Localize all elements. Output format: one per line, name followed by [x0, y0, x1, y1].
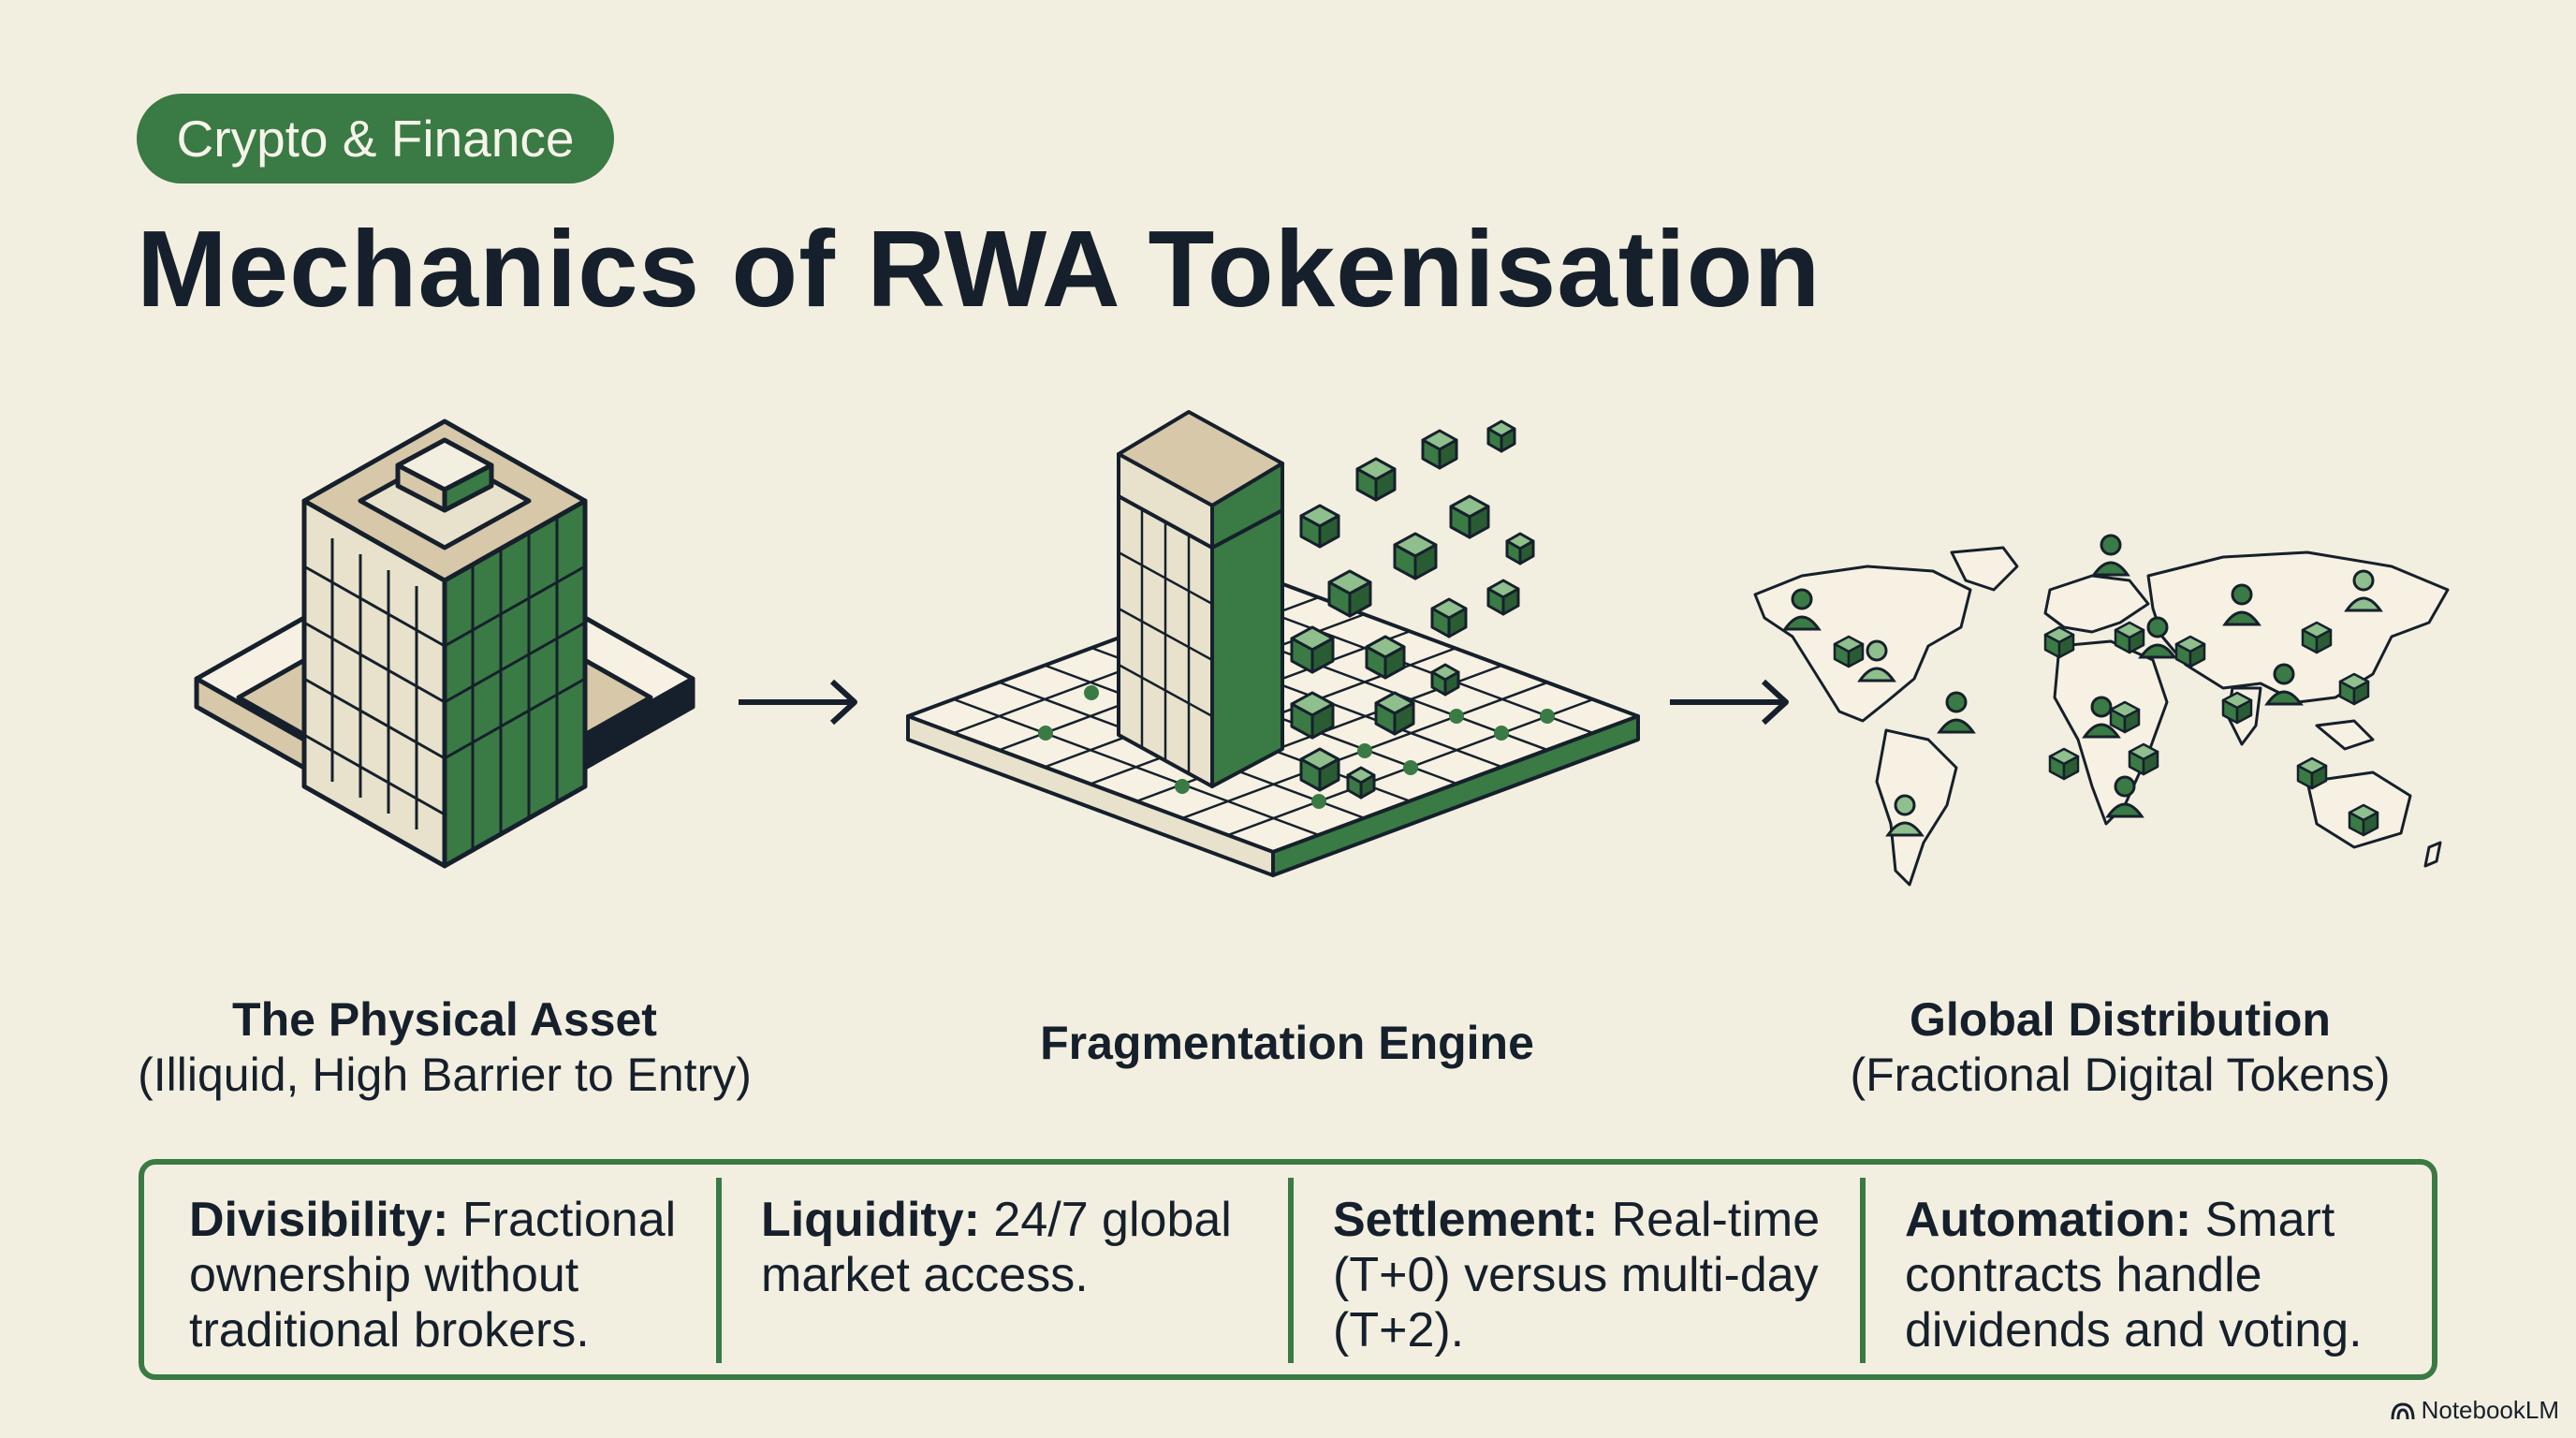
arrow-right-icon — [1670, 679, 1789, 726]
world-map-icon — [1753, 534, 2450, 887]
building-icon — [194, 418, 695, 869]
benefits-panel: Divisibility: Fractional ownership witho… — [139, 1159, 2437, 1380]
benefit-term: Liquidity: — [761, 1193, 980, 1247]
brand-watermark: NotebookLM — [2390, 1396, 2559, 1425]
benefit-text: 24/7 global market access. — [761, 1193, 1232, 1302]
benefit-automation: Automation: Smart contracts handle divid… — [1860, 1165, 2432, 1374]
benefit-liquidity: Liquidity: 24/7 global market access. — [716, 1165, 1288, 1374]
benefit-term: Settlement: — [1333, 1193, 1599, 1247]
category-badge: Crypto & Finance — [137, 94, 614, 183]
benefit-text: Fractional ownership without traditional… — [189, 1193, 677, 1357]
fragmenting-building-icon — [906, 410, 1640, 877]
stage-caption-global-distribution: Global Distribution (Fractional Digital … — [1778, 992, 2462, 1103]
stage-title: The Physical Asset — [232, 993, 657, 1046]
benefit-term: Divisibility: — [189, 1193, 449, 1247]
stage-title: Global Distribution — [1910, 993, 2331, 1046]
brand-name: NotebookLM — [2421, 1396, 2559, 1424]
benefit-divisibility: Divisibility: Fractional ownership witho… — [144, 1165, 716, 1374]
arrow-right-icon — [739, 679, 857, 726]
benefit-text: Smart contracts handle dividends and vot… — [1905, 1193, 2363, 1357]
benefit-term: Automation: — [1905, 1193, 2192, 1247]
stage-title: Fragmentation Engine — [1040, 1017, 1534, 1069]
benefit-text: Real-time (T+0) versus multi-day (T+2). — [1333, 1193, 1821, 1357]
notebooklm-logo-icon — [2391, 1401, 2415, 1419]
benefit-settlement: Settlement: Real-time (T+0) versus multi… — [1288, 1165, 1860, 1374]
page-title: Mechanics of RWA Tokenisation — [137, 208, 1822, 330]
stage-caption-fragmentation-engine: Fragmentation Engine — [945, 1016, 1629, 1071]
stage-subtitle: (Illiquid, High Barrier to Entry) — [138, 1049, 752, 1101]
stage-subtitle: (Fractional Digital Tokens) — [1850, 1049, 2391, 1101]
stage-caption-physical-asset: The Physical Asset (Illiquid, High Barri… — [103, 992, 786, 1103]
